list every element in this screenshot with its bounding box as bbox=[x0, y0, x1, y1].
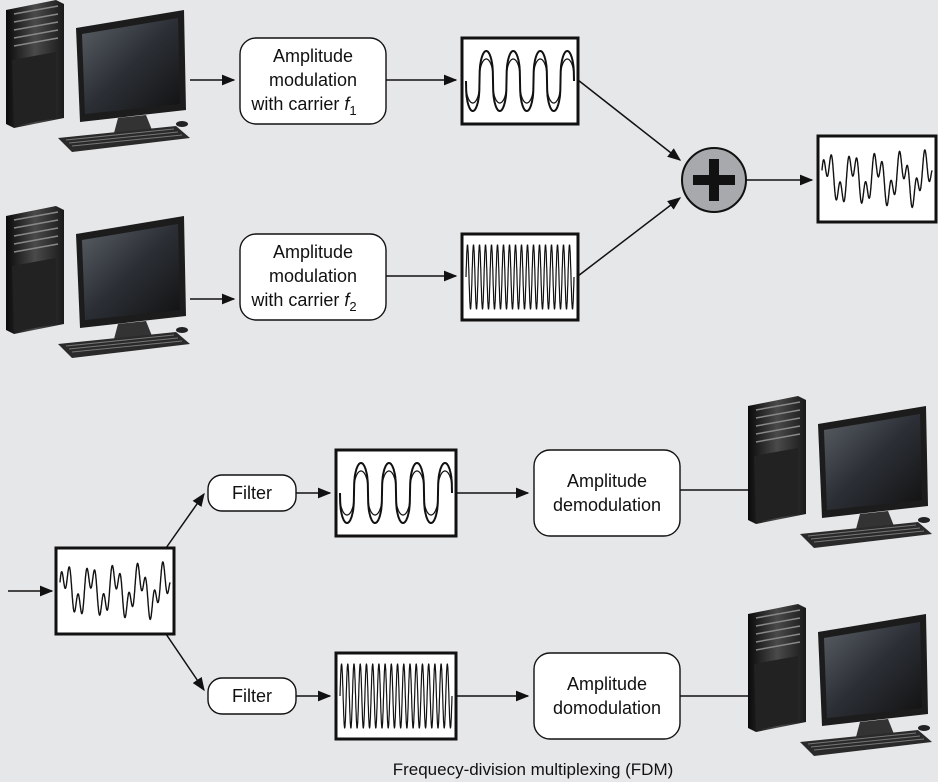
modulator-1-box: Amplitude modulation with carrier f1 bbox=[239, 37, 387, 125]
mod1-line1: Amplitude bbox=[273, 46, 353, 66]
adder-icon bbox=[681, 147, 747, 213]
demod1-line1: Amplitude bbox=[567, 471, 647, 491]
filter-2-box: Filter bbox=[207, 677, 297, 715]
multiplexed-signal-box-out bbox=[816, 134, 938, 224]
filter-2-label: Filter bbox=[232, 686, 272, 706]
mod1-line2: modulation bbox=[269, 70, 357, 90]
arrow-to-filter-1 bbox=[165, 492, 205, 549]
source-computer-2-icon bbox=[5, 205, 191, 359]
mod2-line2: modulation bbox=[269, 266, 357, 286]
demod2-line1: Amplitude bbox=[567, 674, 647, 694]
demodulator-2-box: Amplitude domodulation bbox=[533, 652, 681, 740]
signal-box-filtered-1 bbox=[334, 448, 458, 538]
arrow-to-filter-2 bbox=[165, 633, 205, 692]
mod2-line3: with carrier f2 bbox=[250, 290, 356, 314]
filter-1-box: Filter bbox=[207, 474, 297, 512]
destination-computer-2-icon bbox=[747, 603, 933, 757]
mod1-line3: with carrier f1 bbox=[250, 94, 356, 118]
demod1-line2: demodulation bbox=[553, 495, 661, 515]
signal-box-filtered-2 bbox=[334, 651, 458, 741]
diagram-caption: Frequecy-division multiplexing (FDM) bbox=[393, 760, 674, 779]
source-computer-1-icon bbox=[5, 0, 191, 153]
signal-box-carrier-1 bbox=[460, 36, 580, 126]
signal-box-carrier-2 bbox=[460, 232, 580, 322]
mod2-line1: Amplitude bbox=[273, 242, 353, 262]
arrow-sig1-adder bbox=[577, 79, 682, 161]
destination-computer-1-icon bbox=[747, 395, 933, 549]
filter-1-label: Filter bbox=[232, 483, 272, 503]
demod2-line2: domodulation bbox=[553, 698, 661, 718]
modulator-2-box: Amplitude modulation with carrier f2 bbox=[239, 233, 387, 321]
multiplexed-signal-box-in bbox=[54, 546, 176, 636]
demodulator-1-box: Amplitude demodulation bbox=[533, 449, 681, 537]
arrow-sig2-adder bbox=[577, 197, 682, 277]
